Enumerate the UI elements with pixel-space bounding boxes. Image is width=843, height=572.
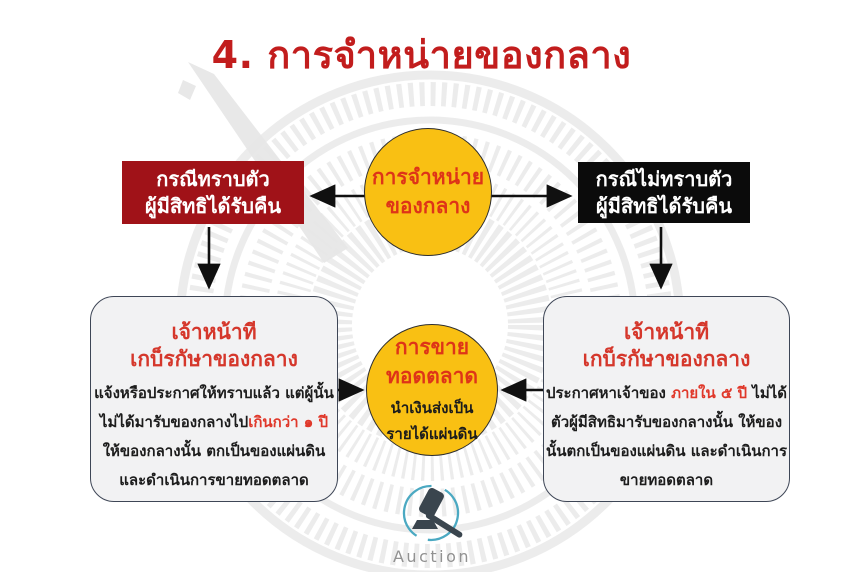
page-title: 4. การจำหน่ายของกลาง xyxy=(211,33,632,77)
unknown-owner-line2: ผู้มีสิทธิได้รับคืน xyxy=(595,193,733,218)
right-process-body-line3: นั้นตกเป็นของแผ่นดิน และดำเนินการ xyxy=(545,442,788,460)
known-owner-line2: ผู้มีสิทธิได้รับคืน xyxy=(144,193,282,218)
auction-circle-heading2: ทอดตลาด xyxy=(385,364,479,388)
disposal-circle-line2: ของกลาง xyxy=(385,194,471,218)
right-process-body-line2: ตัวผู้มีสิทธิมารับของกลางนั้น ให้ของ xyxy=(550,413,783,431)
left-process-body-line1: แจ้งหรือประกาศให้ทราบแล้ว แต่ผู้นั้น xyxy=(94,384,334,402)
right-process-body: ประกาศหาเจ้าของ ภายใน ๕ ปี ไม่ได้ ตัวผู้… xyxy=(544,379,789,495)
right-process-heading2: เกบ็รกัษาของกลาง xyxy=(582,347,751,371)
auction-circle-line2: รายได้แผ่นดิน xyxy=(386,425,478,443)
left-process-heading2: เกบ็รกัษาของกลาง xyxy=(130,347,298,371)
auction-circle-line1: นำเงินส่งเป็น xyxy=(390,399,474,417)
gavel-icon xyxy=(402,484,463,542)
left-process-body: แจ้งหรือประกาศให้ทราบแล้ว แต่ผู้นั้น ไม่… xyxy=(91,379,337,495)
left-process-body-line4: และดำเนินการขายทอดตลาด xyxy=(119,471,309,489)
left-process-body-line3: ให้ของกลางนั้น ตกเป็นของแผ่นดิน xyxy=(102,442,326,460)
left-process-heading1: เจ้าหน้าที xyxy=(171,320,257,344)
right-process-highlight: ภายใน ๕ ปี xyxy=(671,384,748,402)
right-process-box: เจ้าหน้าที เกบ็รกัษาของกลาง ประกาศหาเจ้า… xyxy=(543,296,790,502)
auction-circle-body: นำเงินส่งเป็น รายได้แผ่นดิน xyxy=(386,395,477,447)
unknown-owner-case-box: กรณีไม่ทราบตัว ผู้มีสิทธิได้รับคืน xyxy=(578,162,750,223)
disposal-center-circle: การจำหน่าย ของกลาง xyxy=(364,128,492,256)
right-process-body-line1: ประกาศหาเจ้าของ ภายใน ๕ ปี ไม่ได้ xyxy=(545,384,788,402)
right-process-body-line4: ขายทอดตลาด xyxy=(619,471,714,489)
auction-circle-heading1: การขาย xyxy=(394,335,470,359)
known-owner-line1: กรณีทราบตัว xyxy=(156,166,270,191)
known-owner-case-box: กรณีทราบตัว ผู้มีสิทธิได้รับคืน xyxy=(122,161,304,224)
auction-logo-label: Auction xyxy=(392,547,472,566)
left-process-box: เจ้าหน้าที เกบ็รกัษาของกลาง แจ้งหรือประก… xyxy=(90,296,338,502)
right-process-heading1: เจ้าหน้าที xyxy=(623,320,710,344)
auction-circle: การขาย ทอดตลาด นำเงินส่งเป็น รายได้แผ่นด… xyxy=(366,324,498,456)
left-process-highlight: เกินกว่า ๑ ปี xyxy=(248,413,329,431)
left-process-body-line2: ไม่ได้มารับของกลางไปเกินกว่า ๑ ปี xyxy=(99,413,329,431)
unknown-owner-line1: กรณีไม่ทราบตัว xyxy=(595,166,733,191)
disposal-circle-line1: การจำหน่าย xyxy=(371,165,485,189)
auction-logo: Auction xyxy=(390,483,474,566)
